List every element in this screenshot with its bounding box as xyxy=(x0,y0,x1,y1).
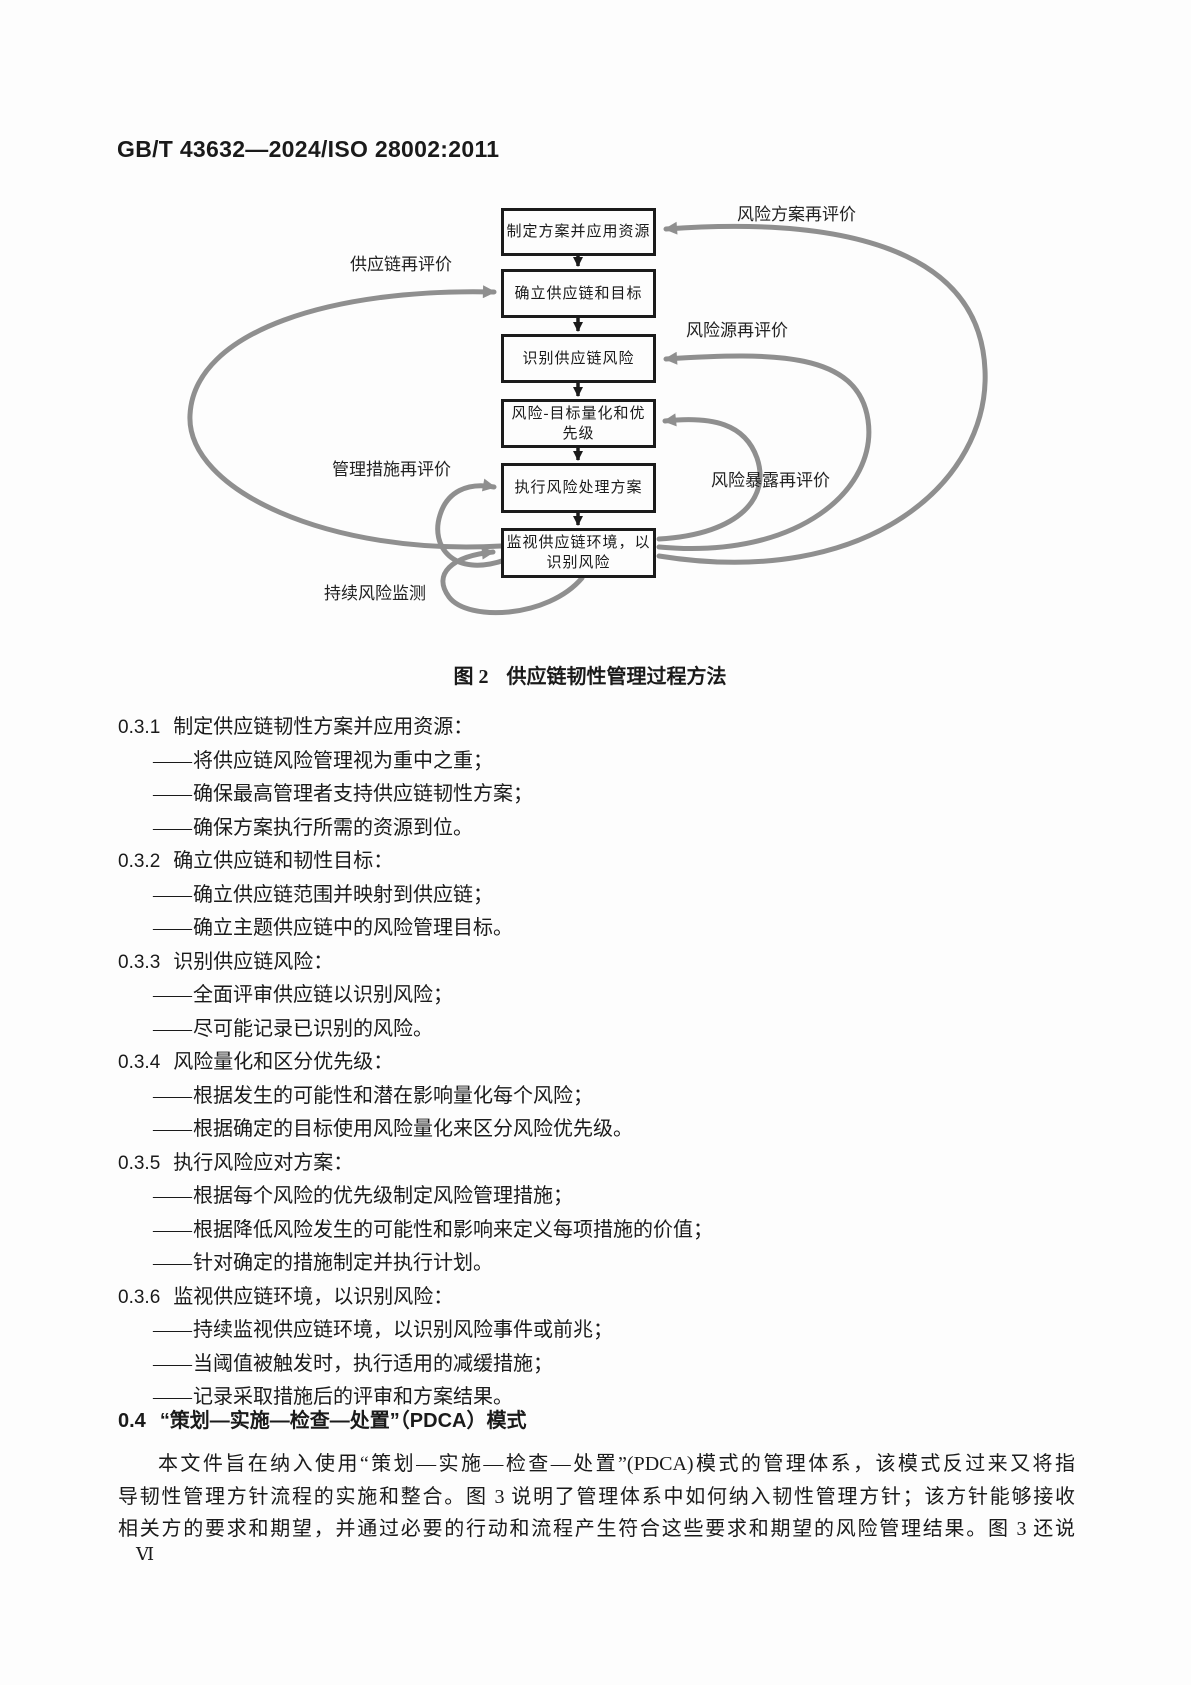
figure-caption: 图 2 供应链韧性管理过程方法 xyxy=(0,660,1180,689)
flow-box-establish-chain-objectives: 确立供应链和目标 xyxy=(501,269,656,318)
clause-number: 0.3.3 xyxy=(118,951,161,973)
clause-title: 确立供应链和韧性目标： xyxy=(173,850,394,872)
flow-box-execute-treatment: 执行风险处理方案 xyxy=(501,463,656,513)
flow-box-quantify-prioritize: 风险-目标量化和优先级 xyxy=(501,399,656,448)
clause-item: ——根据每个风险的优先级制定风险管理措施； xyxy=(153,1185,573,1207)
standard-number: GB/T 43632—2024/ISO 28002:2011 xyxy=(117,136,500,162)
clause-title: 执行风险应对方案： xyxy=(173,1151,354,1174)
clause-item: ——尽可能记录已识别的风险。 xyxy=(153,1017,433,1040)
item-dash: —— xyxy=(153,1319,192,1341)
label-source-reevaluation: 风险源再评价 xyxy=(686,321,788,340)
loop-exposure-reevaluation xyxy=(656,413,763,542)
clause-heading-0-4: 0.4 “策划—实施—检查—处置”（PDCA）模式 xyxy=(118,1404,526,1433)
page-number: Ⅵ xyxy=(136,1544,155,1564)
clause-number: 0.4 xyxy=(118,1410,146,1432)
clause-title: 风险量化和区分优先级： xyxy=(173,1051,394,1073)
clause-heading-0-3-4: 0.3.4 风险量化和区分优先级： xyxy=(118,1046,1075,1080)
clause-number: 0.3.2 xyxy=(118,851,161,872)
clause-heading-0-3-2: 0.3.2 确立供应链和韧性目标： xyxy=(118,845,1075,879)
label-chain-reevaluation: 供应链再评价 xyxy=(350,255,452,274)
clause-number: 0.3.6 xyxy=(118,1286,161,1308)
figure-caption-number: 图 2 xyxy=(453,666,489,688)
item-dash: —— xyxy=(153,1252,192,1274)
loop-chain-reevaluation xyxy=(187,285,504,550)
item-dash: —— xyxy=(153,1185,192,1207)
loop-plan-reevaluation xyxy=(656,221,988,565)
clause-title: 识别供应链风险： xyxy=(173,950,334,973)
label-exposure-reevaluation: 风险暴露再评价 xyxy=(711,471,830,490)
paragraph-line: 导韧性管理方针流程的实施和整合。图 3 说明了管理体系中如何纳入韧性管理方针；该… xyxy=(118,1485,1075,1508)
clause-item: ——记录采取措施后的评审和方案结果。 xyxy=(153,1386,513,1408)
clause-heading-0-3-1: 0.3.1 制定供应链韧性方案并应用资源： xyxy=(118,711,1075,745)
flowchart-arrows xyxy=(187,221,988,616)
clause-number: 0.3.4 xyxy=(118,1052,161,1073)
clause-item: ——确立供应链范围并映射到供应链； xyxy=(153,883,493,906)
figure-caption-title: 供应链韧性管理过程方法 xyxy=(506,666,727,688)
clause-item: ——根据降低风险发生的可能性和影响来定义每项措施的价值； xyxy=(153,1218,713,1241)
clause-heading-0-3-6: 0.3.6 监视供应链环境，以识别风险： xyxy=(118,1281,1075,1315)
paragraph-line: 相关方的要求和期望，并通过必要的行动和流程产生符合这些要求和期望的风险管理结果。… xyxy=(118,1518,1075,1540)
paragraph-line: 本文件旨在纳入使用“策划—实施—检查—处置”(PDCA)模式的管理体系，该模式反… xyxy=(158,1453,1075,1475)
figure-2-flowchart: 制定方案并应用资源 确立供应链和目标 识别供应链风险 风险-目标量化和优先级 执… xyxy=(0,0,1191,660)
item-dash: —— xyxy=(153,749,192,772)
item-dash: —— xyxy=(153,984,192,1006)
clause-item: ——根据确定的目标使用风险量化来区分风险优先级。 xyxy=(153,1118,633,1140)
label-continuous-monitoring: 持续风险监测 xyxy=(324,584,426,603)
item-dash: —— xyxy=(153,1386,192,1408)
clause-title: 制定供应链韧性方案并应用资源： xyxy=(173,716,474,738)
item-dash: —— xyxy=(153,883,192,906)
item-dash: —— xyxy=(153,783,192,805)
clause-item: ——确保最高管理者支持供应链韧性方案； xyxy=(153,783,533,805)
label-measures-reevaluation: 管理措施再评价 xyxy=(332,460,451,479)
clause-item: ——根据发生的可能性和潜在影响量化每个风险； xyxy=(153,1084,593,1107)
flow-box-monitor-environment: 监视供应链环境，以识别风险 xyxy=(501,528,656,578)
item-dash: —— xyxy=(153,1118,192,1140)
clause-list: 0.3.1 制定供应链韧性方案并应用资源： ——将供应链风险管理视为重中之重； —… xyxy=(118,711,1075,1415)
loop-measures-reevaluation xyxy=(435,478,508,568)
clause-item: ——当阈值被触发时，执行适用的减缓措施； xyxy=(153,1352,553,1375)
clause-item: ——确保方案执行所需的资源到位。 xyxy=(153,816,473,839)
clause-title: 监视供应链环境，以识别风险： xyxy=(173,1285,454,1308)
clause-number: 0.3.5 xyxy=(118,1152,161,1174)
item-dash: —— xyxy=(153,917,192,939)
item-dash: —— xyxy=(153,1084,192,1107)
clause-item: ——持续监视供应链环境，以识别风险事件或前兆； xyxy=(153,1319,613,1341)
pdca-paragraph: 本文件旨在纳入使用“策划—实施—检查—处置”(PDCA)模式的管理体系，该模式反… xyxy=(118,1448,1075,1546)
flow-box-develop-plan: 制定方案并应用资源 xyxy=(501,208,656,256)
clause-item: ——确立主题供应链中的风险管理目标。 xyxy=(153,917,513,939)
clause-title: “策划—实施—检查—处置”（PDCA）模式 xyxy=(159,1410,527,1432)
item-dash: —— xyxy=(153,1352,192,1375)
clause-heading-0-3-5: 0.3.5 执行风险应对方案： xyxy=(118,1147,1075,1181)
item-dash: —— xyxy=(153,816,192,839)
clause-number: 0.3.1 xyxy=(118,717,161,738)
loop-continuous-monitoring xyxy=(440,546,585,616)
clause-item: ——全面评审供应链以识别风险； xyxy=(153,984,453,1006)
clause-item: ——针对确定的措施制定并执行计划。 xyxy=(153,1252,493,1274)
item-dash: —— xyxy=(153,1017,192,1040)
flow-box-identify-risks: 识别供应链风险 xyxy=(501,334,656,383)
loop-source-reevaluation xyxy=(656,351,872,551)
label-plan-reevaluation: 风险方案再评价 xyxy=(737,205,856,224)
clause-heading-0-3-3: 0.3.3 识别供应链风险： xyxy=(118,946,1075,980)
item-dash: —— xyxy=(153,1218,192,1241)
clause-item: ——将供应链风险管理视为重中之重； xyxy=(153,749,493,772)
